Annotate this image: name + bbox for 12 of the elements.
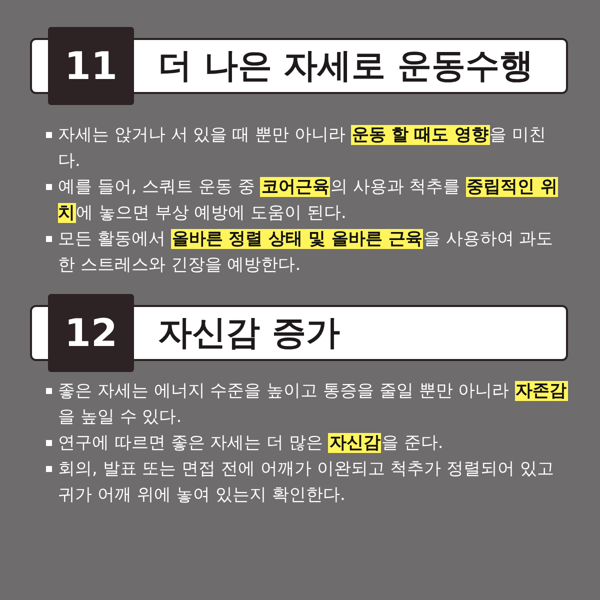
bullet-text: 좋은 자세는 에너지 수준을 높이고 통증을 줄일 뿐만 아니라 자존감을 높일 수 있다. bbox=[58, 380, 568, 429]
section-title: 더 나은 자세로 운동수행 bbox=[158, 45, 534, 88]
section-number: 12 bbox=[48, 294, 134, 372]
bullet-text: 예를 들어, 스쿼트 운동 중 코어근육의 사용과 척추를 중립적인 위치에 놓으면 부상 예방에 도움이 된다. bbox=[58, 176, 559, 225]
section-title: 자신감 증가 bbox=[158, 312, 340, 355]
bullet-text: 모든 활동에서 올바른 정렬 상태 및 올바른 근육을 사용하여 과도한 스트레스와 긴장을 예방한다. bbox=[58, 228, 554, 277]
section-number: 11 bbox=[48, 27, 134, 105]
bullet-text: 회의, 발표 또는 면접 전에 어깨가 이완되고 척추가 정렬되어 있고 귀가 어깨 위에 놓여 있는지 확인한다. bbox=[58, 458, 556, 507]
heading-bar bbox=[30, 27, 568, 105]
heading-bar bbox=[30, 294, 568, 372]
bullet-text: 자세는 앉거나 서 있을 때 뿐만 아니라 운동 할 때도 영향을 미친다. bbox=[58, 124, 547, 173]
bullet-text: 연구에 따르면 좋은 자세는 더 많은 자신감을 준다. bbox=[58, 432, 444, 455]
